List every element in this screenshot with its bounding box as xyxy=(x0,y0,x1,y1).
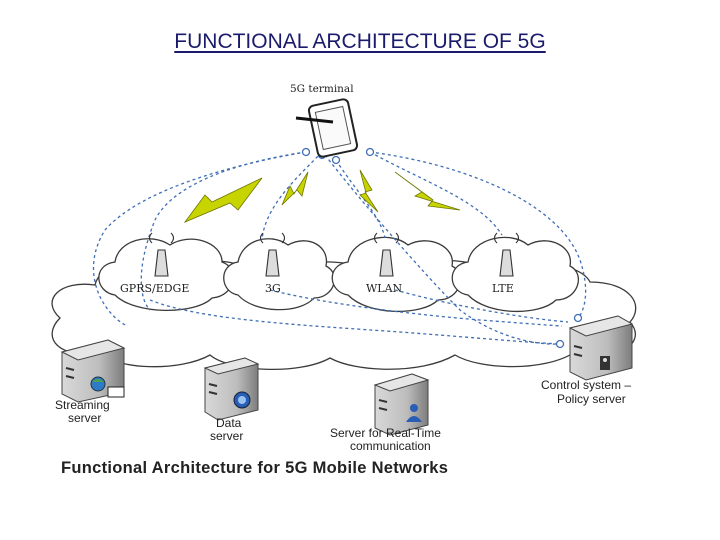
data-server-icon xyxy=(203,357,260,421)
data-server-label-2: server xyxy=(210,429,243,443)
diagram-caption: Functional Architecture for 5G Mobile Ne… xyxy=(61,459,448,477)
slide-title: FUNCTIONAL ARCHITECTURE OF 5G xyxy=(0,30,720,54)
antenna-icon xyxy=(493,232,520,277)
realtime-server-label-1: Server for Real-Time xyxy=(330,426,441,440)
streaming-server-label-1: Streaming xyxy=(55,398,110,412)
antenna-icons xyxy=(148,232,520,277)
streaming-server-label-2: server xyxy=(68,411,101,425)
network-label-lte: LTE xyxy=(492,282,514,295)
cloud-wlan xyxy=(331,236,462,313)
wireless-lightning-icons xyxy=(183,169,461,223)
realtime-server-label-2: communication xyxy=(350,439,431,453)
slide-title-text: FUNCTIONAL ARCHITECTURE OF 5G xyxy=(174,30,546,53)
antenna-icon xyxy=(148,232,175,277)
data-server-label-1: Data xyxy=(216,416,242,430)
realtime-server-icon xyxy=(373,373,430,436)
control-server-label-1: Control system – xyxy=(541,378,631,392)
control-server-label-2: Policy server xyxy=(557,392,626,406)
terminal-label: 5G terminal xyxy=(290,83,354,95)
network-label-3g: 3G xyxy=(265,282,281,295)
network-links xyxy=(92,151,587,345)
control-policy-server-icon xyxy=(568,315,634,381)
network-label-wlan: WLAN xyxy=(366,282,403,295)
antenna-icon xyxy=(259,232,286,277)
network-label-gprs-edge: GPRS/EDGE xyxy=(120,282,189,295)
streaming-server-icon xyxy=(60,339,126,403)
cloud-lte xyxy=(451,236,580,313)
5g-terminal-icon xyxy=(295,98,359,158)
antenna-icon xyxy=(373,232,400,277)
